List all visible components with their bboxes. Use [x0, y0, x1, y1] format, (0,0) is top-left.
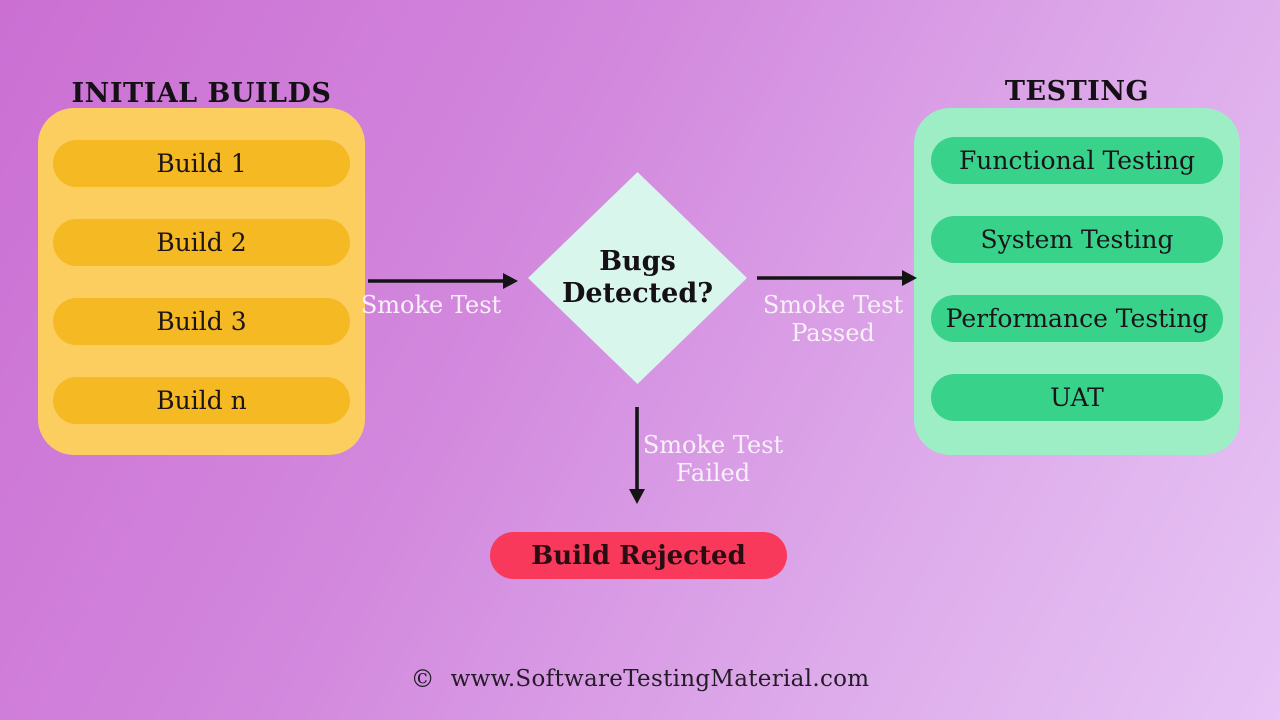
testing-pill: UAT [931, 374, 1223, 421]
build-pill: Build 2 [53, 219, 350, 266]
smoke-test-passed-line2: Passed [791, 319, 875, 347]
testing-panel: Functional Testing System Testing Perfor… [914, 108, 1240, 455]
initial-builds-panel: Build 1 Build 2 Build 3 Build n [38, 108, 365, 455]
build-rejected-label: Build Rejected [531, 540, 746, 571]
build-rejected-pill: Build Rejected [490, 532, 787, 579]
smoke-test-failed-line1: Smoke Test [642, 431, 784, 459]
arrow-smoke-test [368, 273, 518, 289]
testing-title: TESTING [1004, 76, 1150, 107]
decision-label-line1: Bugs [599, 246, 676, 277]
build-pill: Build 3 [53, 298, 350, 345]
smoke-test-label: Smoke Test [360, 291, 502, 319]
smoke-test-passed-label: Smoke Test Passed [753, 291, 913, 347]
smoke-test-failed-line2: Failed [675, 459, 751, 487]
decision-diamond: Bugs Detected? [528, 172, 747, 384]
arrow-smoke-test-passed [757, 270, 917, 286]
smoke-test-failed-label: Smoke Test Failed [633, 431, 793, 487]
copyright-icon: © [410, 665, 435, 693]
decision-label-line2: Detected? [561, 278, 714, 309]
smoke-test-passed-line1: Smoke Test [762, 291, 904, 319]
decision-label: Bugs Detected? [562, 246, 713, 310]
footer: © www.SoftwareTestingMaterial.com [0, 665, 1280, 693]
build-pill: Build n [53, 377, 350, 424]
testing-pill: System Testing [931, 216, 1223, 263]
footer-text: www.SoftwareTestingMaterial.com [450, 666, 870, 692]
initial-builds-title: INITIAL BUILDS [71, 78, 332, 109]
testing-pill: Performance Testing [931, 295, 1223, 342]
testing-pill: Functional Testing [931, 137, 1223, 184]
build-pill: Build 1 [53, 140, 350, 187]
